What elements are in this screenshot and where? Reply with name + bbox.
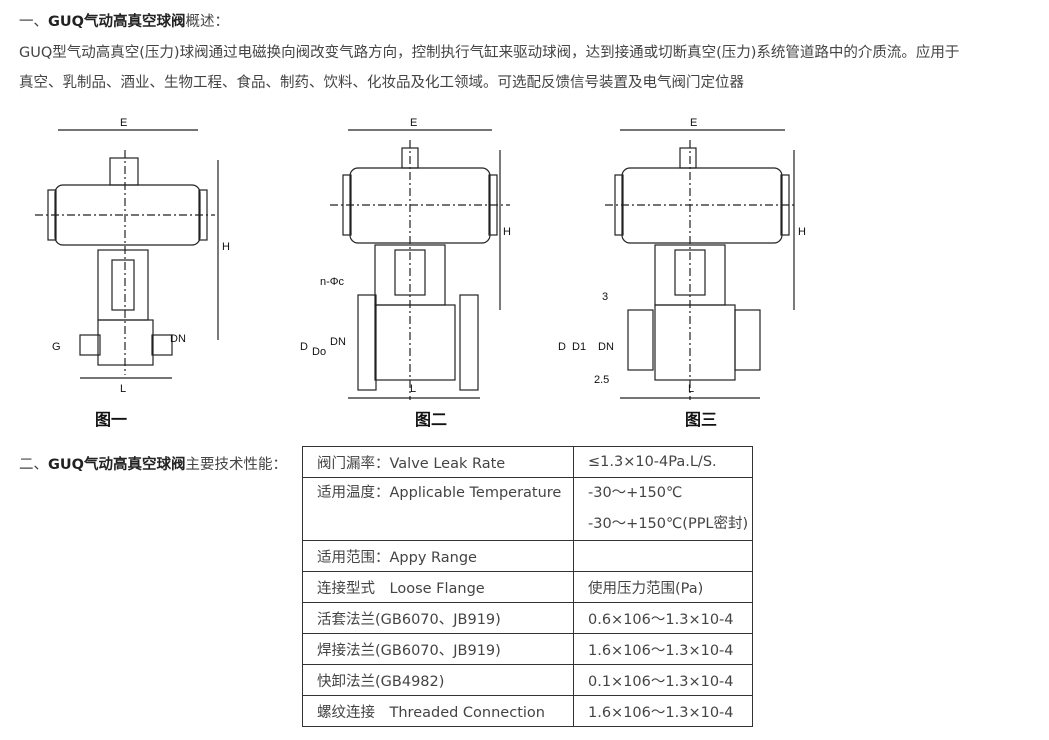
spec-label: 活套法兰(GB6070、JB919) <box>302 602 574 634</box>
label-d1: D1 <box>572 341 586 353</box>
heading-prefix: 一、 <box>19 14 48 30</box>
label-d: D <box>300 341 308 353</box>
spec-value: 1.6×106～1.3×10-4 <box>573 633 753 665</box>
label-dn: DN <box>330 336 346 348</box>
label-e: E <box>120 117 127 129</box>
label-l: L <box>688 383 694 395</box>
table-row: 快卸法兰(GB4982)0.1×106～1.3×10-4 <box>302 664 753 696</box>
label-h: H <box>222 241 230 253</box>
label-e: E <box>410 117 417 129</box>
section2-heading: 二、GUQ气动高真空球阀主要技术性能： <box>19 453 287 474</box>
spec-value: ≤1.3×10-4Pa.L/S. <box>573 446 753 478</box>
label-h: H <box>503 226 511 238</box>
table-row: 适用温度：Applicable Temperature-30～+150℃-30～… <box>302 477 753 541</box>
label-h: H <box>798 226 806 238</box>
label-l: L <box>410 383 416 395</box>
spec-value <box>573 540 753 572</box>
spec-value: 0.6×106～1.3×10-4 <box>573 602 753 634</box>
label-l: L <box>120 383 126 395</box>
specs-table: 阀门漏率：Valve Leak Rate≤1.3×10-4Pa.L/S. 适用温… <box>302 446 753 727</box>
label-2-5: 2.5 <box>594 374 609 386</box>
heading-prefix: 二、 <box>19 457 48 473</box>
figure-1: E L H G DN 图一 <box>35 110 240 434</box>
section1-heading: 一、GUQ气动高真空球阀概述： <box>19 10 229 31</box>
description-line-2: 真空、乳制品、酒业、生物工程、食品、制药、饮料、化妆品及化工领域。可选配反馈信号… <box>19 75 744 91</box>
label-e: E <box>690 117 697 129</box>
spec-value: -30～+150℃ -30～+150℃(PPL密封) <box>573 477 753 541</box>
label-dn: DN <box>598 341 614 353</box>
figure-caption: 图三 <box>685 411 717 429</box>
heading-suffix: 主要技术性能： <box>185 457 288 473</box>
spec-label: 阀门漏率：Valve Leak Rate <box>302 446 574 478</box>
spec-value: 0.1×106～1.3×10-4 <box>573 664 753 696</box>
label-g: G <box>52 341 61 353</box>
heading-bold: GUQ气动高真空球阀 <box>48 457 186 473</box>
spec-label: 适用范围：Appy Range <box>302 540 574 572</box>
spec-label: 焊接法兰(GB6070、JB919) <box>302 633 574 665</box>
spec-label: 快卸法兰(GB4982) <box>302 664 574 696</box>
description-line-1: GUQ型气动高真空(压力)球阀通过电磁换向阀改变气路方向，控制执行气缸来驱动球阀… <box>19 45 960 61</box>
figure-caption: 图二 <box>415 411 447 429</box>
label-n-phi-c: n-Φc <box>320 276 345 288</box>
spec-value-line: -30～+150℃(PPL密封) <box>588 516 749 532</box>
figure-caption: 图一 <box>95 411 127 429</box>
label-dn: DN <box>170 333 186 345</box>
table-row: 活套法兰(GB6070、JB919)0.6×106～1.3×10-4 <box>302 602 753 634</box>
heading-bold: GUQ气动高真空球阀 <box>48 14 186 30</box>
table-row: 阀门漏率：Valve Leak Rate≤1.3×10-4Pa.L/S. <box>302 446 753 478</box>
spec-label: 连接型式 Loose Flange <box>302 571 574 603</box>
figure-3: E L H 3 D D1 DN 2.5 图三 <box>558 110 806 434</box>
spec-value: 1.6×106～1.3×10-4 <box>573 695 753 727</box>
spec-value: 使用压力范围(Pa) <box>573 571 753 603</box>
table-row: 焊接法兰(GB6070、JB919)1.6×106～1.3×10-4 <box>302 633 753 665</box>
label-3: 3 <box>602 291 608 303</box>
table-row: 适用范围：Appy Range <box>302 540 753 572</box>
heading-suffix: 概述： <box>185 14 230 30</box>
spec-label: 适用温度：Applicable Temperature <box>302 477 574 541</box>
spec-value-line: -30～+150℃ <box>588 485 683 501</box>
label-d: D <box>558 341 566 353</box>
figure-2: E L H n-Φc D Do DN 图二 <box>300 110 520 434</box>
label-do: Do <box>312 346 326 358</box>
spec-label: 螺纹连接 Threaded Connection <box>302 695 574 727</box>
